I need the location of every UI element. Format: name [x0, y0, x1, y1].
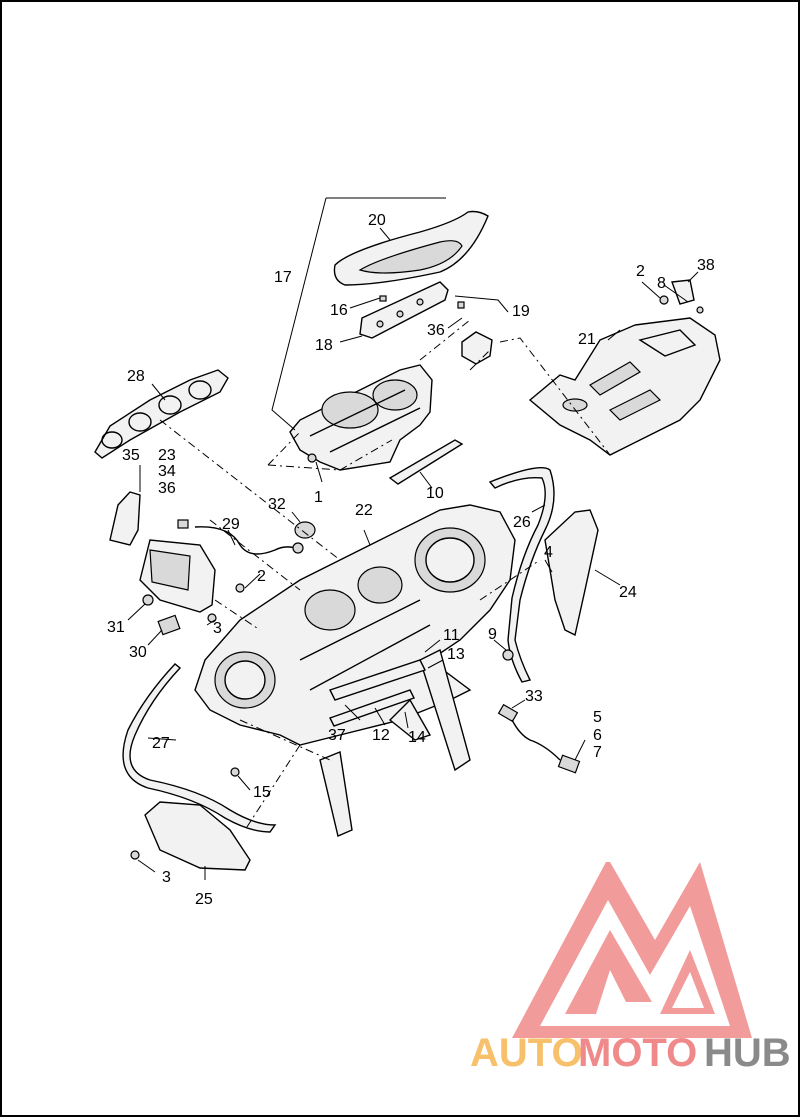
callout-9: 9 — [488, 626, 497, 643]
part-25-cap — [144, 801, 251, 871]
wire-connector — [292, 542, 304, 554]
callout-3-lower: 3 — [162, 869, 171, 886]
callout-3-left: 3 — [213, 620, 222, 637]
callout-2-top: 2 — [636, 263, 645, 280]
callout-2-left: 2 — [257, 568, 266, 585]
callout-34: 34 — [158, 463, 176, 480]
mount-post — [319, 751, 353, 837]
part-10-seal-strip — [388, 439, 464, 485]
part-29-wire — [194, 526, 296, 555]
callout-17: 17 — [274, 269, 292, 286]
alignment-lines — [159, 319, 611, 831]
callout-36-top: 36 — [427, 322, 445, 339]
part-26-trim — [488, 467, 555, 683]
callout-11: 11 — [443, 627, 460, 644]
callout-27: 27 — [152, 735, 170, 752]
part-9-fastener — [502, 649, 514, 661]
callout-23: 23 — [158, 447, 176, 464]
callout-6: 6 — [593, 727, 602, 744]
part-33-sensor — [497, 703, 581, 774]
callout-26: 26 — [513, 514, 531, 531]
callout-15: 15 — [253, 784, 271, 801]
leader-lines — [127, 197, 699, 880]
part-30-module — [157, 614, 181, 636]
part-19-module — [457, 301, 493, 365]
part-31-nut — [142, 594, 154, 606]
watermark-hub: HUB — [704, 1031, 791, 1075]
callout-5: 5 — [593, 709, 602, 726]
callout-29: 29 — [222, 516, 240, 533]
callout-14: 14 — [408, 729, 426, 746]
part-35-plate — [109, 491, 141, 546]
callout-28: 28 — [127, 368, 145, 385]
watermark-logo — [512, 862, 752, 1038]
part-16-clip — [379, 295, 387, 302]
callout-18: 18 — [315, 337, 333, 354]
part-27-trim — [122, 663, 277, 833]
callout-38: 38 — [697, 257, 715, 274]
callout-19: 19 — [512, 303, 530, 320]
part-21-tray — [528, 317, 721, 456]
callout-13: 13 — [447, 646, 465, 663]
part-12-strip — [329, 689, 415, 727]
part-23-radio-unit — [139, 519, 216, 613]
callout-21: 21 — [578, 331, 596, 348]
callout-labels: 1 2 2 3 3 4 5 6 7 8 9 10 11 12 13 14 15 … — [107, 212, 715, 908]
part-18-bracket — [359, 281, 449, 339]
callout-36-left: 36 — [158, 480, 176, 497]
callout-35: 35 — [122, 447, 140, 464]
screw-3-lower — [130, 850, 140, 860]
callout-30: 30 — [129, 644, 147, 661]
part-28-gauge-bezel — [94, 369, 229, 459]
callout-22: 22 — [355, 502, 373, 519]
callout-37: 37 — [328, 727, 346, 744]
screw-2-left — [235, 583, 245, 593]
part-32-grommet — [294, 521, 316, 539]
callout-4: 4 — [544, 544, 553, 561]
screw-15 — [230, 767, 240, 777]
callout-8: 8 — [657, 275, 666, 292]
screw-1 — [307, 453, 317, 463]
callout-33: 33 — [525, 688, 543, 705]
callout-16: 16 — [330, 302, 348, 319]
callout-10: 10 — [426, 485, 444, 502]
watermark-auto: AUTO — [470, 1031, 583, 1075]
part-13-strip — [329, 659, 426, 701]
part-14-clip — [388, 698, 432, 741]
callout-12: 12 — [372, 727, 390, 744]
callout-32: 32 — [268, 496, 286, 513]
watermark-moto: MOTO — [578, 1031, 697, 1075]
part-20-top-cover — [333, 210, 489, 286]
callout-1: 1 — [314, 489, 323, 506]
part-17-inner-housing — [289, 364, 433, 471]
callout-25: 25 — [195, 891, 213, 908]
screw-2-top — [659, 295, 669, 305]
part-24-panel — [544, 509, 599, 637]
callout-24: 24 — [619, 584, 637, 601]
callout-7: 7 — [593, 744, 602, 761]
callout-31: 31 — [107, 619, 125, 636]
part-11-brace — [329, 648, 471, 772]
part-38-bracket — [659, 279, 704, 314]
screw-8 — [696, 306, 704, 314]
callout-20: 20 — [368, 212, 386, 229]
